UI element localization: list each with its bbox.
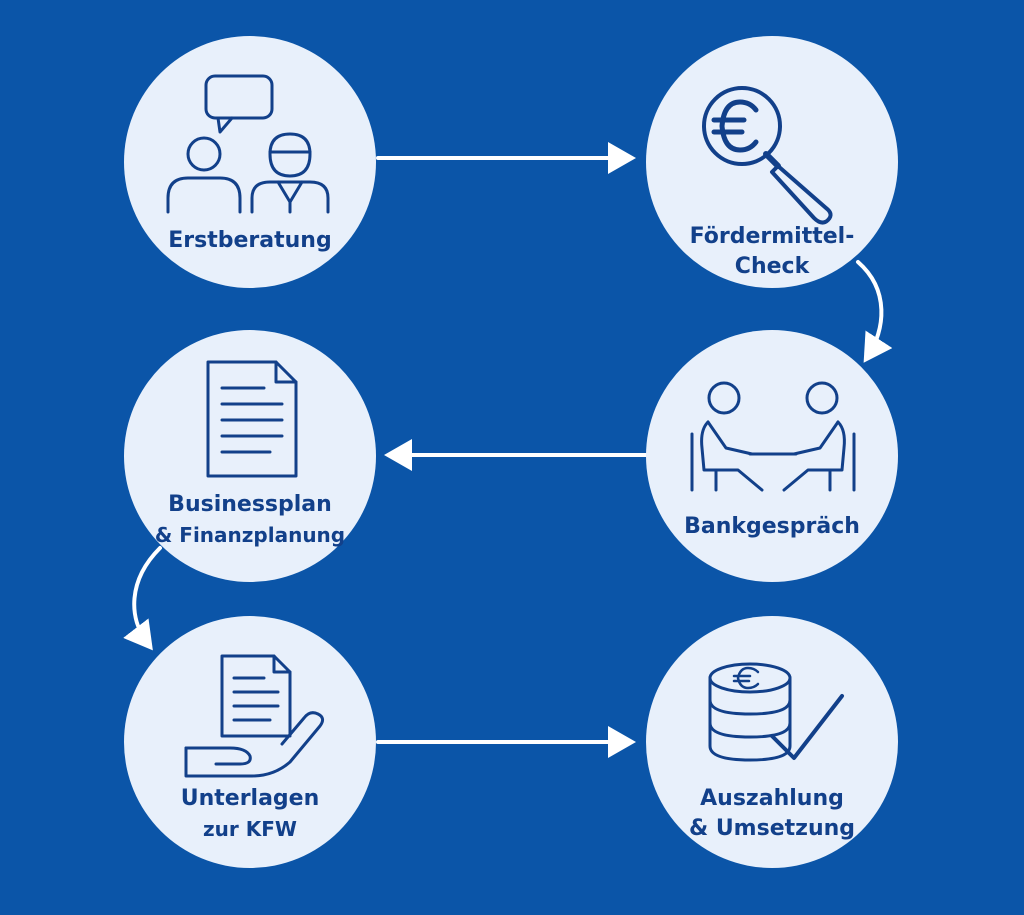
step-foerdermittel-check: Fördermittel- Check bbox=[646, 36, 898, 288]
step-label: Businessplan & Finanzplanung bbox=[154, 492, 346, 547]
document-icon bbox=[206, 360, 298, 478]
euro-magnifier-icon bbox=[702, 86, 833, 225]
document-hand-icon bbox=[184, 654, 325, 778]
step-label: Auszahlung & Umsetzung bbox=[688, 786, 856, 841]
step-label: Bankgespräch bbox=[684, 514, 860, 539]
step-label: Unterlagen zur KFW bbox=[180, 786, 320, 841]
coins-check-icon bbox=[708, 662, 844, 762]
arrow-foerdermittel-to-bankgespraech bbox=[856, 260, 893, 363]
step-auszahlung: Auszahlung & Umsetzung bbox=[646, 616, 898, 868]
step-bankgespraech: Bankgespräch bbox=[646, 330, 898, 582]
consultation-people-icon bbox=[166, 74, 330, 214]
step-label: Fördermittel- Check bbox=[689, 224, 855, 279]
step-businessplan: Businessplan & Finanzplanung bbox=[124, 330, 376, 582]
step-label: Erstberatung bbox=[168, 228, 332, 253]
meeting-people-icon bbox=[690, 381, 856, 492]
step-erstberatung: Erstberatung bbox=[124, 36, 376, 288]
step-unterlagen: Unterlagen zur KFW bbox=[124, 616, 376, 868]
arrow-businessplan-to-unterlagen bbox=[123, 546, 162, 651]
